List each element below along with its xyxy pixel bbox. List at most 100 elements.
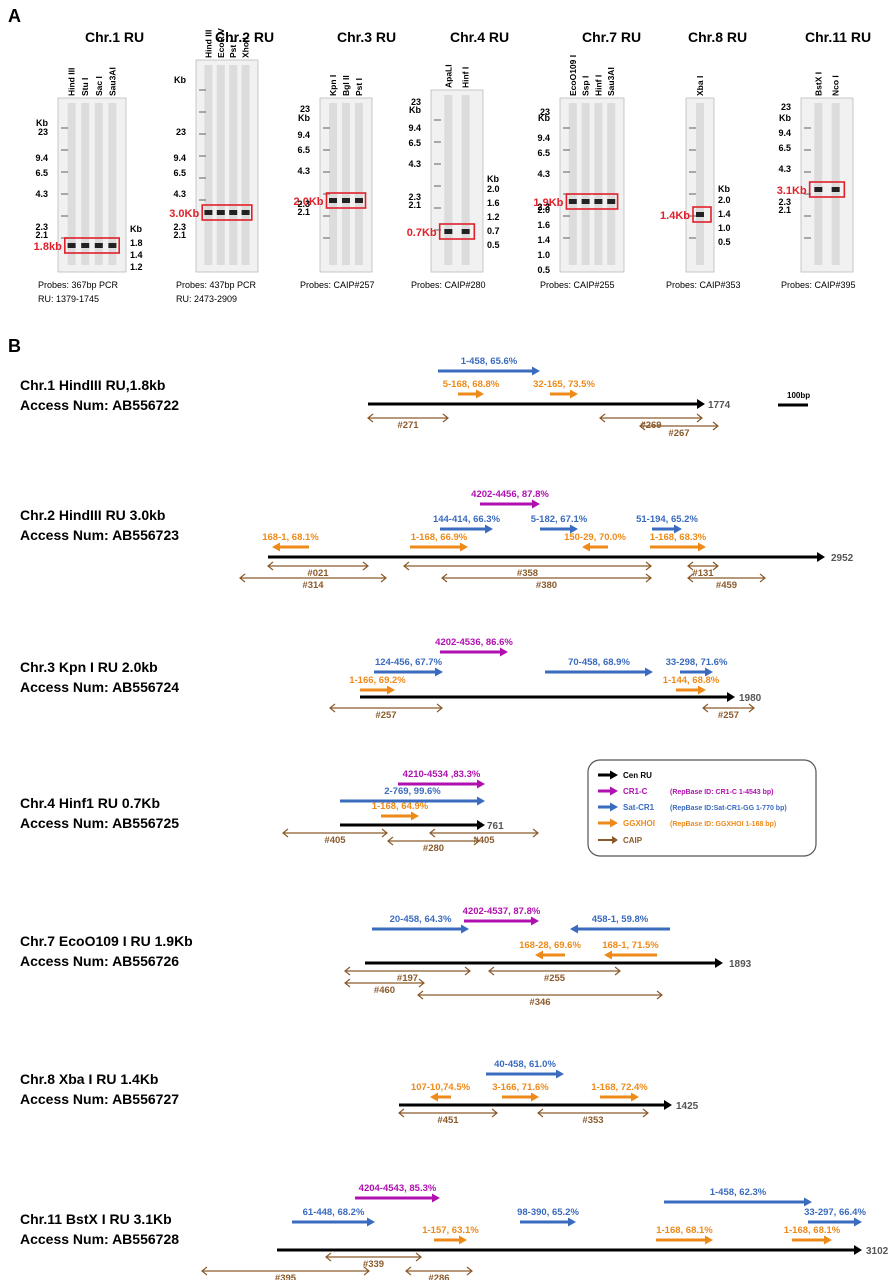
lane-label: Hind III: [67, 68, 77, 96]
ladder-label: 9.4: [35, 153, 48, 163]
caip-probe-label: #460: [374, 985, 395, 996]
caip-probe-arrow-left-head: [201, 1266, 208, 1276]
map-title: Chr.8 Xba I RU 1.4Kb: [20, 1071, 158, 1087]
ladder-label: 2.1: [173, 230, 186, 240]
cr1-feature-arrow: [464, 916, 539, 926]
ladder-label: 23: [38, 127, 48, 137]
sat-feature-label: 1-458, 65.6%: [461, 356, 518, 367]
caip-probe-arrow: [429, 828, 539, 838]
lane-label: Sac I: [94, 76, 104, 96]
kb-label: Kb: [298, 113, 310, 123]
sat-feature-label: 124-456, 67.7%: [375, 657, 443, 668]
ggx-feature-arrow: [604, 950, 657, 960]
cr1-feature-arrow: [355, 1193, 440, 1203]
gel-title: Chr.4 RU: [450, 29, 509, 45]
cen-ru-arrow-head: [477, 820, 485, 830]
legend-desc: (RepBase ID: CR1-C 1-4543 bp): [670, 789, 773, 796]
ggx-feature-arrow: [430, 1092, 451, 1102]
caip-probe-arrow-right-head: [645, 573, 652, 583]
caip-probe-arrow-right-head: [614, 966, 621, 976]
caip-probe-arrow-right-head: [464, 966, 471, 976]
ggx-feature-arrow: [272, 542, 309, 552]
sat-feature-arrow: [545, 667, 653, 677]
sat-feature-arrow-head: [570, 924, 578, 934]
caip-probe-arrow: [488, 966, 621, 976]
cr1-feature-arrow-head: [432, 1193, 440, 1203]
ggx-feature-label: 3-166, 71.6%: [492, 1082, 549, 1093]
gel-lane: [444, 95, 453, 265]
caip-probe-arrow: [687, 573, 766, 583]
ladder-label: 2.1: [778, 205, 791, 215]
map-accession: Access Num: AB556728: [20, 1231, 179, 1247]
legend-entry: Cen RU: [623, 771, 652, 780]
ladder-label: 23: [781, 102, 791, 112]
caip-probe-arrow: [344, 966, 471, 976]
probe-text: Probes: CAIP#257: [300, 280, 375, 290]
sat-feature-arrow: [374, 667, 443, 677]
ggx-feature-arrow: [381, 811, 419, 821]
caip-probe-arrow: [325, 1252, 422, 1262]
caip-probe-arrow: [239, 573, 387, 583]
ggx-feature-label: 1-166, 69.2%: [349, 675, 406, 686]
ggx-feature-arrow-head: [698, 542, 706, 552]
sat-feature-arrow: [808, 1217, 862, 1227]
legend-swatch-head: [610, 770, 618, 780]
caip-probe-arrow-left-head: [599, 413, 606, 423]
ggx-feature-arrow-head: [476, 389, 484, 399]
ggx-feature-arrow: [656, 1235, 713, 1245]
caip-probe-arrow-left-head: [325, 1252, 332, 1262]
band-highlight-box: [692, 206, 712, 223]
sat-feature-label: 33-297, 66.4%: [804, 1207, 866, 1218]
caip-probe-arrow: [405, 1266, 473, 1276]
lane-label: Sau3AI: [606, 67, 616, 96]
ladder-label: 1.6: [537, 220, 550, 230]
gel-image: [800, 97, 854, 273]
caip-probe-arrow: [599, 413, 703, 423]
map-accession: Access Num: AB556723: [20, 527, 179, 543]
sat-feature-arrow: [438, 366, 540, 376]
cr1-feature-arrow: [480, 499, 540, 509]
sat-feature-arrow: [540, 524, 578, 534]
gel-title: Chr.7 RU: [582, 29, 641, 45]
lane-label: ApaLI: [443, 64, 453, 88]
gel-band: [444, 229, 453, 234]
sat-feature-label: 33-298, 71.6%: [666, 657, 728, 668]
caip-probe-arrow-left-head: [239, 573, 246, 583]
gel-lane: [81, 103, 90, 265]
band-highlight-box: [201, 204, 253, 221]
ggx-feature-arrow-head: [387, 685, 395, 695]
caip-probe-arrow-left-head: [403, 561, 410, 571]
gel-band: [607, 199, 616, 204]
sat-feature-arrow: [372, 924, 469, 934]
ladder-label: 9.4: [297, 130, 310, 140]
caip-probe-arrow: [201, 1266, 370, 1276]
ggx-feature-arrow-head: [430, 1092, 438, 1102]
ggx-feature-label: 168-28, 69.6%: [519, 940, 581, 951]
map-title: Chr.2 HindIII RU 3.0kb: [20, 507, 165, 523]
ladder-label: 2.3: [778, 197, 791, 207]
caip-probe-arrow-right-head: [759, 573, 766, 583]
ladder-label: 9.4: [173, 153, 186, 163]
gel-band: [594, 199, 603, 204]
gel-lane: [814, 103, 823, 265]
lane-label: Ssp I: [581, 76, 591, 96]
cen-ru-arrow: [368, 399, 705, 409]
ggx-feature-label: 32-165, 73.5%: [533, 379, 595, 390]
gel-lane: [581, 103, 590, 265]
caip-probe-arrow-left-head: [367, 413, 374, 423]
gel-lane: [696, 103, 704, 265]
ru-length-label: 761: [487, 821, 504, 832]
caip-probe-arrow-right-head: [436, 703, 443, 713]
sat-feature-arrow: [486, 1069, 564, 1079]
lane-label: Xho I: [241, 37, 251, 58]
ggx-feature-label: 168-1, 71.5%: [602, 940, 659, 951]
ggx-feature-arrow: [434, 1235, 467, 1245]
band-highlight-box: [64, 237, 121, 254]
map-title: Chr.3 Kpn I RU 2.0kb: [20, 659, 158, 675]
ladder-label: 1.4: [537, 235, 550, 245]
sat-feature-label: 144-414, 66.3%: [433, 514, 501, 525]
ggx-feature-arrow-head: [460, 542, 468, 552]
ladder-label: 0.5: [537, 265, 550, 275]
ggx-feature-arrow: [458, 389, 484, 399]
